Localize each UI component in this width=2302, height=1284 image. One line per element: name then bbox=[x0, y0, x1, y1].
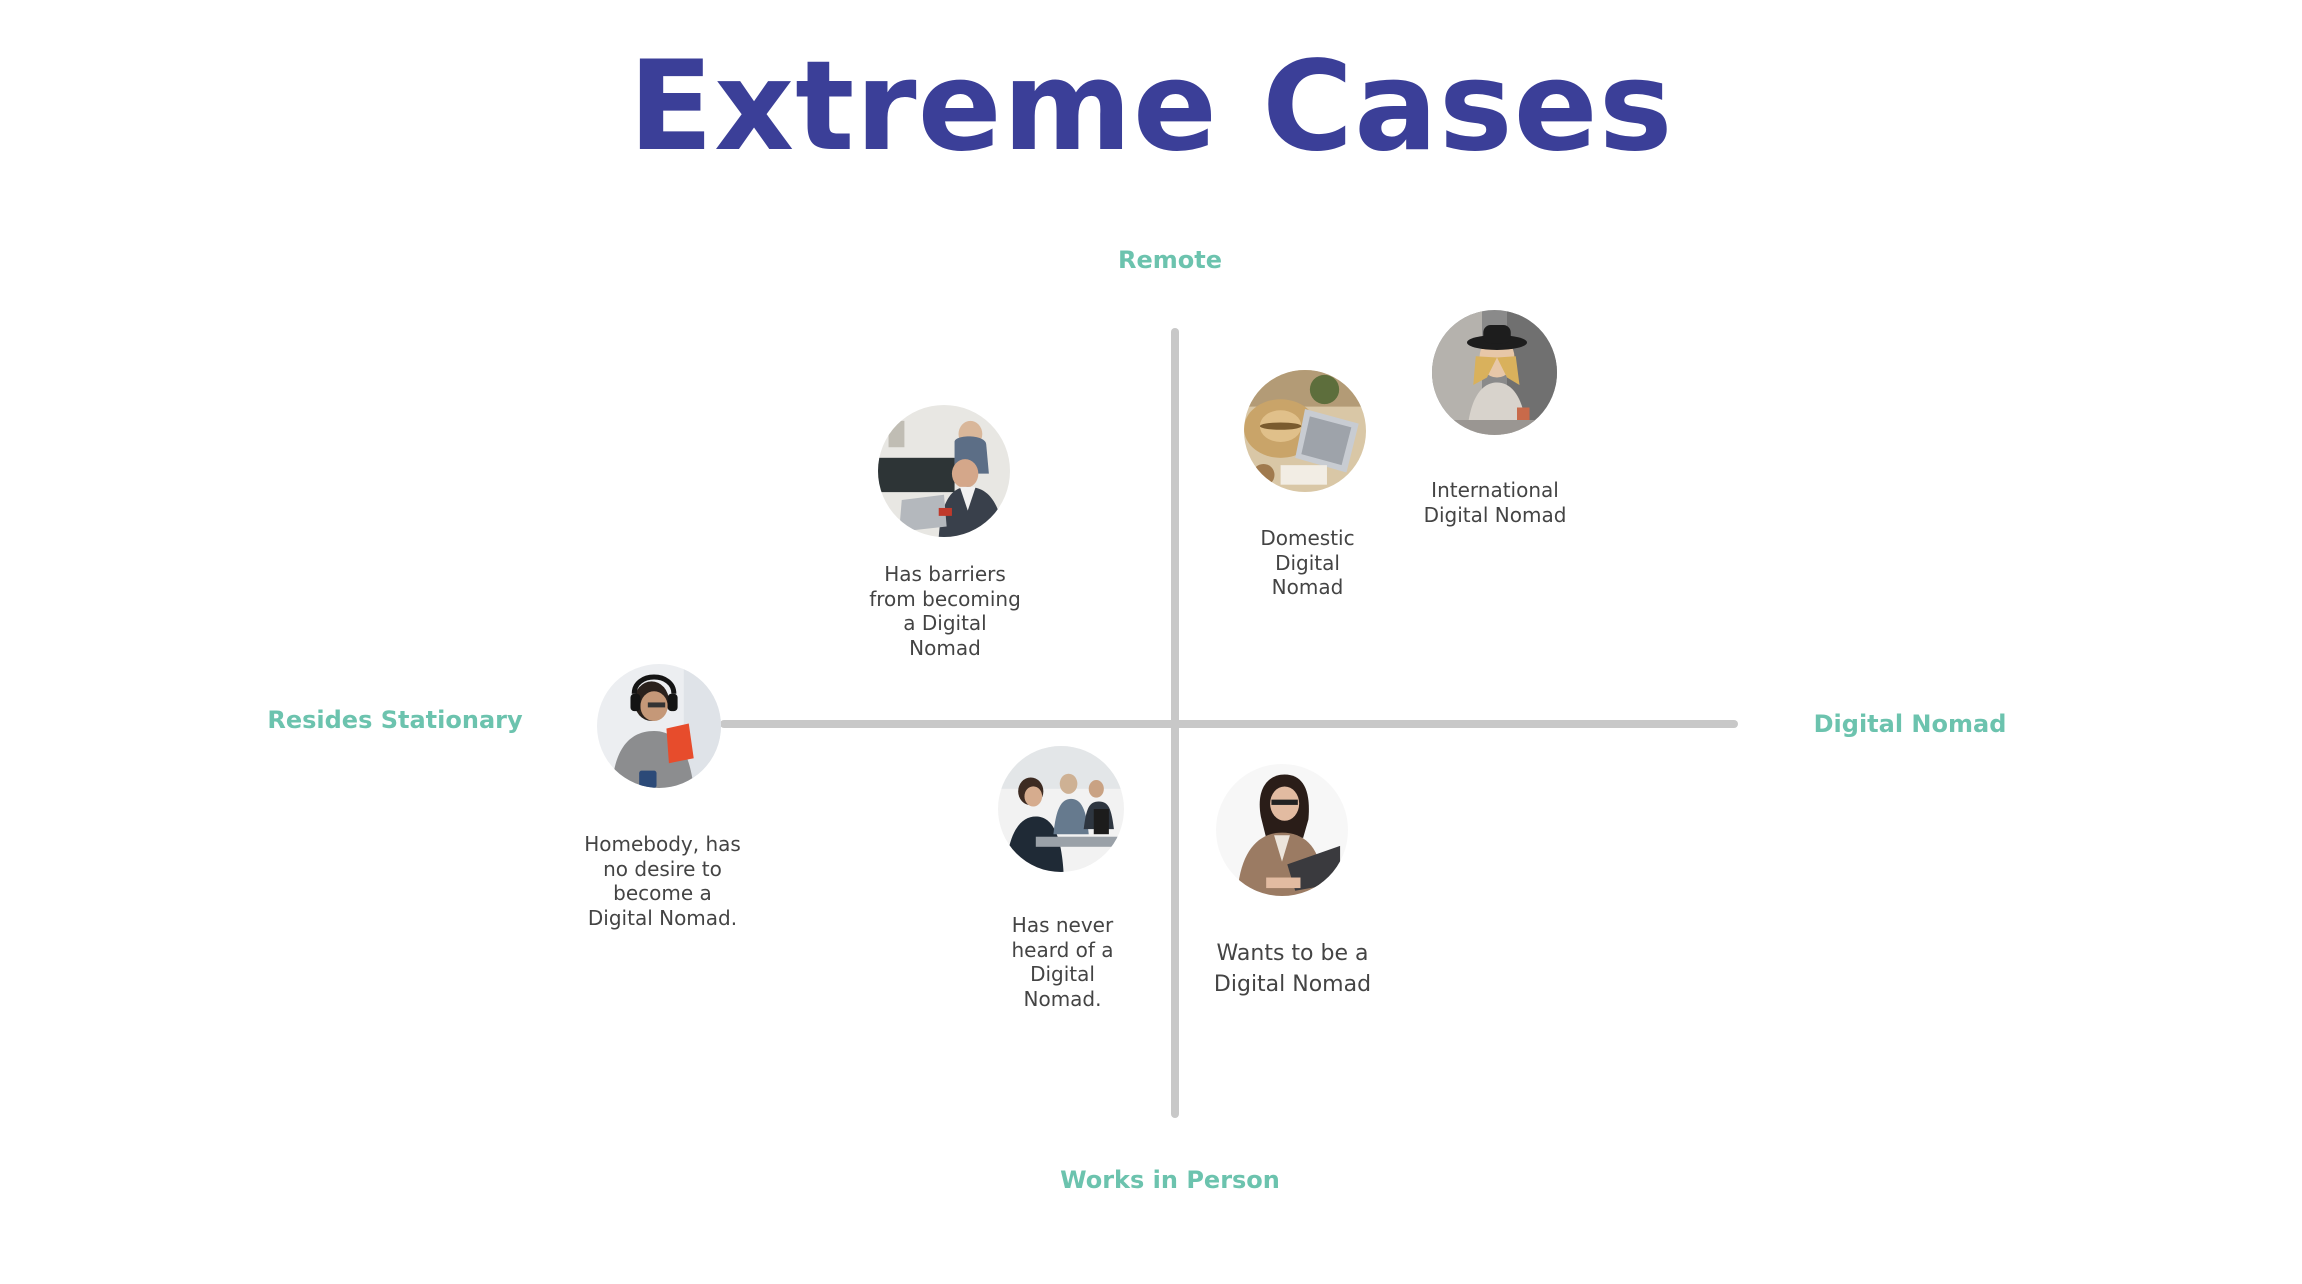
axis-label-left: Resides Stationary bbox=[250, 705, 540, 735]
persona-caption: International Digital Nomad bbox=[1380, 478, 1610, 527]
office-team-icon bbox=[998, 746, 1124, 872]
axis-label-top: Remote bbox=[1070, 245, 1270, 275]
axis-label-bottom: Works in Person bbox=[1020, 1165, 1320, 1195]
horizontal-axis-line bbox=[720, 720, 1738, 728]
persona-caption: Has never heard of a Digital Nomad. bbox=[975, 913, 1150, 1011]
laptop-hat-icon bbox=[1244, 370, 1366, 492]
woman-in-hat-icon bbox=[1432, 310, 1557, 435]
persona-caption: Homebody, has no desire to become a Digi… bbox=[555, 832, 770, 930]
persona-caption: Domestic Digital Nomad bbox=[1220, 526, 1395, 600]
persona-caption: Has barriers from becoming a Digital Nom… bbox=[850, 562, 1040, 660]
axis-label-right: Digital Nomad bbox=[1800, 709, 2020, 739]
woman-at-laptop-icon bbox=[1216, 764, 1348, 896]
person-with-headphones-icon bbox=[597, 664, 721, 788]
page-title: Extreme Cases bbox=[0, 42, 2302, 172]
parent-with-child-icon bbox=[878, 405, 1010, 537]
persona-caption: Wants to be a Digital Nomad bbox=[1195, 938, 1390, 1000]
